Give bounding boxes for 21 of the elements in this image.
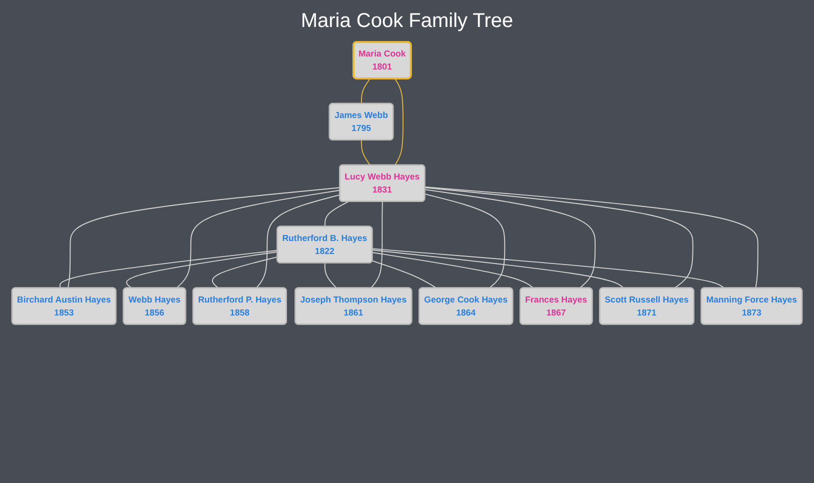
diagram-title: Maria Cook Family Tree	[300, 10, 514, 33]
connector	[424, 194, 506, 289]
connector	[68, 187, 340, 289]
connector	[256, 194, 340, 289]
connector	[212, 256, 278, 289]
connector	[424, 187, 694, 289]
connector	[361, 78, 371, 104]
connector	[372, 248, 726, 289]
connector	[176, 190, 340, 289]
connector	[424, 186, 758, 289]
connector	[424, 189, 596, 289]
connector	[372, 260, 438, 289]
connector	[324, 201, 349, 228]
connector	[126, 251, 278, 289]
connector	[394, 78, 404, 166]
connector	[372, 252, 534, 289]
connector	[370, 201, 383, 289]
connector	[324, 262, 338, 289]
connector	[361, 140, 371, 166]
connector	[372, 250, 624, 289]
connector	[60, 250, 278, 289]
